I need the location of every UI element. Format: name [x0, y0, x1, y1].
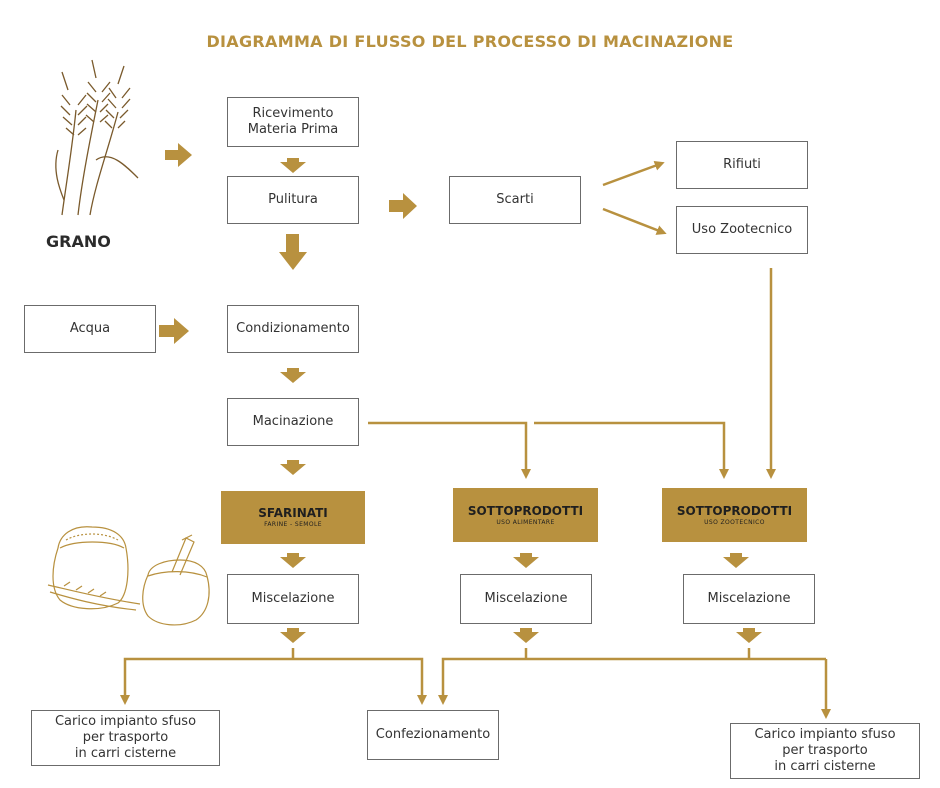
node-macinazione: Macinazione	[227, 398, 359, 446]
node-sottoprodotti-zootecnico: SOTTOPRODOTTI USO ZOOTECNICO	[662, 488, 807, 542]
node-uso-zootecnico: Uso Zootecnico	[676, 206, 808, 254]
sottoprodotti-alimentare-title: SOTTOPRODOTTI	[467, 503, 584, 518]
sottoprodotti-zootecnico-title: SOTTOPRODOTTI	[676, 503, 793, 518]
diagram-title: DIAGRAMMA DI FLUSSO DEL PROCESSO DI MACI…	[206, 32, 734, 51]
node-rifiuti: Rifiuti	[676, 141, 808, 189]
connector-macinazione-to-zootecnico	[534, 421, 729, 479]
connector-mix1-to-confezionamento	[293, 657, 427, 705]
node-miscelazione-3: Miscelazione	[683, 574, 815, 624]
arrow-condizionamento-to-macinazione	[280, 368, 306, 383]
arrow-pulitura-to-scarti	[389, 193, 417, 219]
connector-macinazione-to-alimentare	[368, 421, 531, 479]
node-sottoprodotti-alimentare: SOTTOPRODOTTI USO ALIMENTARE	[453, 488, 598, 542]
node-pulitura: Pulitura	[227, 176, 359, 224]
sottoprodotti-alimentare-subtitle: USO ALIMENTARE	[496, 518, 555, 526]
arrow-miscelazione1-down	[280, 628, 306, 643]
node-ricevimento: Ricevimento Materia Prima	[227, 97, 359, 147]
connector-mix23-to-confezionamento	[438, 657, 826, 705]
arrow-miscelazione3-down	[736, 628, 762, 643]
node-confezionamento: Confezionamento	[367, 710, 499, 760]
arrow-miscelazione2-down	[513, 628, 539, 643]
node-scarti: Scarti	[449, 176, 581, 224]
node-miscelazione-2: Miscelazione	[460, 574, 592, 624]
node-acqua: Acqua	[24, 305, 156, 353]
node-sfarinati: SFARINATI FARINE - SEMOLE	[221, 491, 365, 544]
sfarinati-title: SFARINATI	[258, 506, 328, 520]
node-condizionamento: Condizionamento	[227, 305, 359, 353]
node-carico-left: Carico impianto sfuso per trasporto in c…	[31, 710, 220, 766]
arrow-sottoprodotti-alim-to-miscelazione	[513, 553, 539, 568]
arrow-pulitura-to-condizionamento	[279, 234, 307, 270]
connector-mix1-to-carico-left	[120, 657, 293, 705]
arrow-macinazione-to-sfarinati	[280, 460, 306, 475]
arrow-wheat-to-ricevimento	[165, 143, 192, 167]
node-carico-right: Carico impianto sfuso per trasporto in c…	[730, 723, 920, 779]
grano-label: GRANO	[46, 232, 111, 251]
sottoprodotti-zootecnico-subtitle: USO ZOOTECNICO	[704, 518, 765, 526]
arrow-acqua-to-condizionamento	[159, 318, 189, 344]
connector-scarti-to-zootecnico	[602, 207, 667, 235]
connector-scarti-to-rifiuti	[602, 161, 665, 187]
flour-sack-illustration	[47, 526, 210, 626]
sfarinati-subtitle: FARINE - SEMOLE	[264, 521, 322, 528]
arrow-ricevimento-to-pulitura	[280, 158, 306, 173]
arrow-sfarinati-to-miscelazione	[280, 553, 306, 568]
arrow-sottoprodotti-zoo-to-miscelazione	[723, 553, 749, 568]
node-miscelazione-1: Miscelazione	[227, 574, 359, 624]
wheat-illustration	[55, 59, 139, 216]
